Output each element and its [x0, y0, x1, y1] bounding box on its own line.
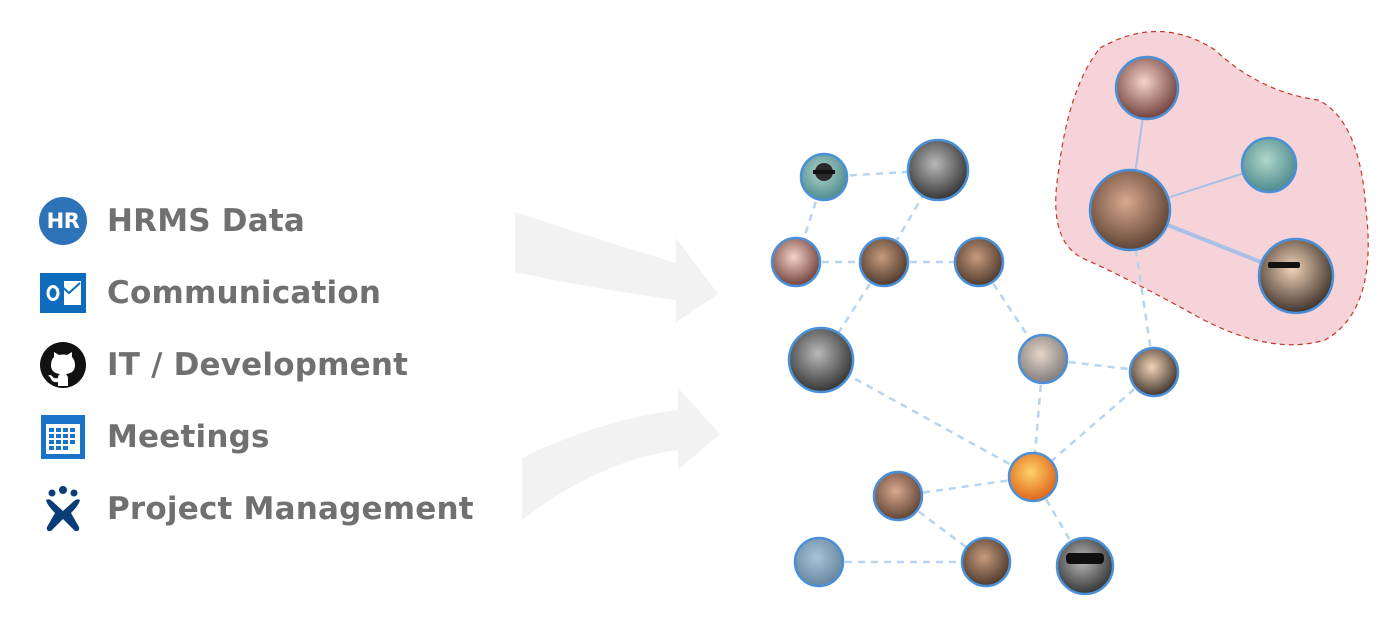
person-node	[1007, 451, 1059, 503]
person-node	[787, 326, 855, 394]
source-item-it-development: IT / Development	[38, 329, 498, 401]
person-node	[793, 536, 845, 588]
github-icon	[38, 340, 88, 390]
person-node-cluster	[1114, 55, 1180, 121]
source-label-meetings: Meetings	[107, 419, 270, 455]
flow-arrow-top	[515, 212, 718, 322]
person-node	[1017, 333, 1069, 385]
source-label-hrms: HRMS Data	[107, 203, 305, 239]
source-label-project-management: Project Management	[107, 491, 474, 527]
data-source-list: HR HRMS Data Communication	[38, 185, 498, 545]
person-node	[1055, 536, 1115, 596]
person-node	[1128, 346, 1180, 398]
source-item-project-management: Project Management	[38, 473, 498, 545]
person-node	[858, 236, 910, 288]
person-node	[799, 152, 849, 202]
outlook-icon	[38, 268, 88, 318]
hr-badge-icon: HR	[38, 196, 88, 246]
jira-icon	[38, 484, 88, 534]
flow-arrow-bottom	[522, 388, 720, 520]
person-node	[953, 236, 1005, 288]
source-item-communication: Communication	[38, 257, 498, 329]
source-item-meetings: Meetings	[38, 401, 498, 473]
person-nodes	[770, 55, 1335, 596]
calendar-icon	[38, 412, 88, 462]
person-node-cluster	[1088, 168, 1172, 252]
person-node-cluster	[1257, 237, 1335, 315]
source-item-hrms: HR HRMS Data	[38, 185, 498, 257]
source-label-it-development: IT / Development	[107, 347, 409, 383]
person-node	[960, 536, 1012, 588]
person-node	[770, 236, 822, 288]
person-node	[906, 138, 970, 202]
source-label-communication: Communication	[107, 275, 382, 311]
person-node-cluster	[1240, 136, 1298, 194]
person-node	[872, 470, 924, 522]
